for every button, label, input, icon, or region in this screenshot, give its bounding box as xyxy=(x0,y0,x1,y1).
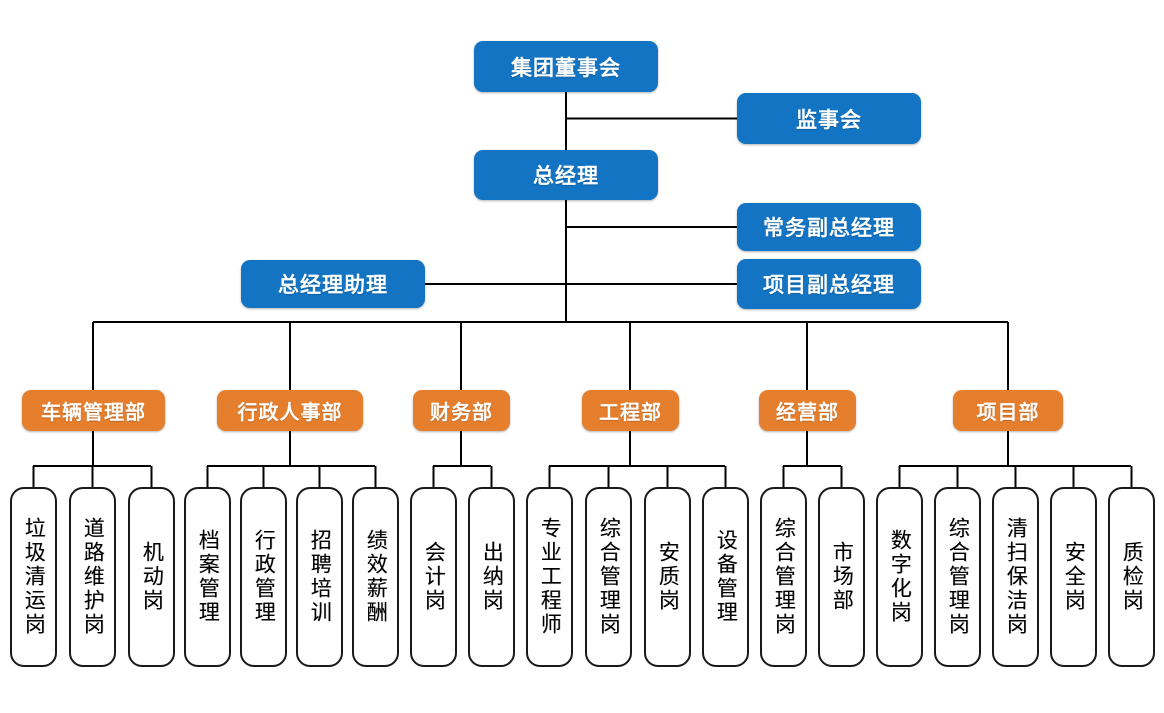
position-node-eng-general[interactable]: 综合管理岗 xyxy=(585,487,632,667)
position-node-equip-mgmt[interactable]: 设备管理 xyxy=(702,487,749,667)
exec-node-project-vp[interactable]: 项目副总经理 xyxy=(737,259,921,309)
position-node-label: 清扫保洁岗 xyxy=(1004,517,1029,637)
position-node-label: 垃圾清运岗 xyxy=(22,517,47,637)
position-node-label: 机动岗 xyxy=(140,541,165,613)
exec-node-board[interactable]: 集团董事会 xyxy=(474,41,658,92)
position-node-safety-quality[interactable]: 安质岗 xyxy=(644,487,691,667)
position-node-label: 数字化岗 xyxy=(888,529,913,625)
position-node-op-general[interactable]: 综合管理岗 xyxy=(760,487,807,667)
exec-node-supervisors[interactable]: 监事会 xyxy=(737,93,921,144)
position-node-road-maint[interactable]: 道路维护岗 xyxy=(69,487,116,667)
exec-node-label: 监事会 xyxy=(796,108,862,132)
department-node-operation[interactable]: 经营部 xyxy=(759,390,856,431)
department-node-project[interactable]: 项目部 xyxy=(953,390,1063,431)
position-node-cashier[interactable]: 出纳岗 xyxy=(468,487,515,667)
position-node-label: 综合管理岗 xyxy=(597,517,622,637)
position-node-label: 专业工程师 xyxy=(538,517,563,637)
position-node-archive-mgmt[interactable]: 档案管理 xyxy=(184,487,231,667)
position-node-perf-pay[interactable]: 绩效薪酬 xyxy=(352,487,399,667)
position-node-label: 出纳岗 xyxy=(480,541,505,613)
position-node-mobile-post[interactable]: 机动岗 xyxy=(128,487,175,667)
position-node-label: 设备管理 xyxy=(714,529,739,625)
position-node-safety-post[interactable]: 安全岗 xyxy=(1050,487,1097,667)
position-node-label: 道路维护岗 xyxy=(81,517,106,637)
position-node-quality-check[interactable]: 质检岗 xyxy=(1108,487,1155,667)
department-node-label: 项目部 xyxy=(976,402,1040,424)
position-node-admin-mgmt[interactable]: 行政管理 xyxy=(240,487,287,667)
department-node-label: 财务部 xyxy=(430,402,493,424)
exec-node-gm[interactable]: 总经理 xyxy=(474,150,658,200)
exec-node-gm-assistant[interactable]: 总经理助理 xyxy=(241,260,425,308)
position-node-pro-engineer[interactable]: 专业工程师 xyxy=(526,487,573,667)
department-node-label: 行政人事部 xyxy=(237,402,343,424)
department-node-vehicle[interactable]: 车辆管理部 xyxy=(22,390,165,431)
department-node-label: 工程部 xyxy=(599,402,662,424)
position-node-label: 绩效薪酬 xyxy=(364,529,389,625)
position-node-label: 行政管理 xyxy=(252,529,277,625)
position-node-label: 安全岗 xyxy=(1062,541,1087,613)
position-node-label: 综合管理岗 xyxy=(946,517,971,637)
exec-node-label: 总经理助理 xyxy=(278,274,388,297)
position-node-label: 档案管理 xyxy=(196,529,221,625)
position-node-cleaning[interactable]: 清扫保洁岗 xyxy=(992,487,1039,667)
position-node-label: 市场部 xyxy=(830,541,855,613)
position-node-label: 会计岗 xyxy=(422,541,447,613)
position-node-label: 质检岗 xyxy=(1120,541,1145,613)
position-node-label: 综合管理岗 xyxy=(772,517,797,637)
department-node-admin-hr[interactable]: 行政人事部 xyxy=(217,390,363,431)
position-node-recruit-train[interactable]: 招聘培训 xyxy=(296,487,343,667)
position-node-label: 安质岗 xyxy=(656,541,681,613)
department-node-label: 车辆管理部 xyxy=(41,402,146,424)
exec-node-exec-vp[interactable]: 常务副总经理 xyxy=(737,203,921,251)
exec-node-label: 总经理 xyxy=(533,165,599,188)
position-node-accounting[interactable]: 会计岗 xyxy=(410,487,457,667)
position-node-proj-general[interactable]: 综合管理岗 xyxy=(934,487,981,667)
position-node-waste-transport[interactable]: 垃圾清运岗 xyxy=(10,487,57,667)
position-node-label: 招聘培训 xyxy=(308,529,333,625)
department-node-finance[interactable]: 财务部 xyxy=(413,390,510,431)
department-node-label: 经营部 xyxy=(776,402,839,424)
position-node-market-dept[interactable]: 市场部 xyxy=(818,487,865,667)
exec-node-label: 项目副总经理 xyxy=(763,274,895,297)
department-node-engineer[interactable]: 工程部 xyxy=(582,390,679,431)
position-node-digital-post[interactable]: 数字化岗 xyxy=(876,487,923,667)
exec-node-label: 集团董事会 xyxy=(511,56,621,80)
exec-node-label: 常务副总经理 xyxy=(763,217,895,240)
